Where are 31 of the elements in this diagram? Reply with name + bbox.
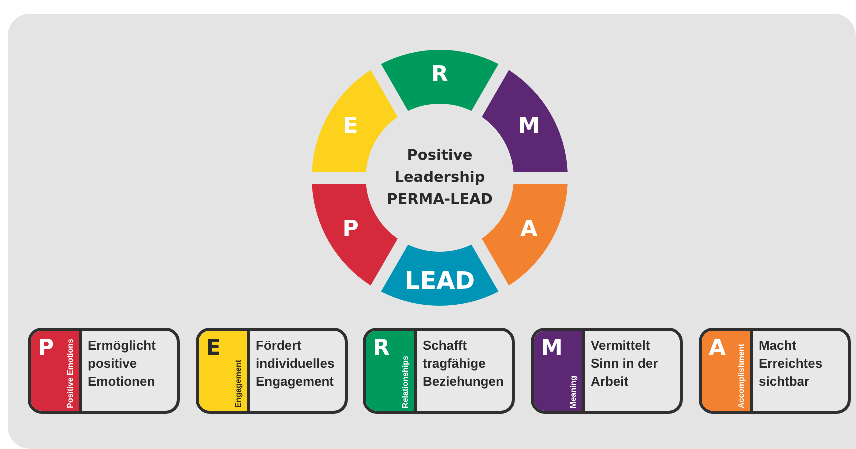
pillar-description: Fördert individuelles Engagement	[256, 337, 336, 391]
segment-letter: A	[520, 217, 538, 242]
pillar-description: Macht Erreichtes sichtbar	[759, 337, 824, 391]
segment-letter: R	[432, 62, 448, 88]
pillar-card	[699, 328, 851, 414]
segment-letter: M	[518, 114, 540, 139]
pillar-letter: P	[38, 337, 54, 361]
ring-segment	[312, 70, 398, 172]
pillar-name: Positive Emotions	[66, 338, 76, 408]
pillar-card	[531, 328, 683, 414]
pillar-letter: E	[206, 337, 222, 361]
pillar-letter: A	[709, 337, 726, 361]
pillar-description: Ermöglicht positive Emotionen	[88, 337, 157, 391]
pillar-name: Meaning	[569, 376, 579, 408]
pillar-description: Schafft tragfähige Beziehungen	[423, 337, 505, 391]
pillar-name: Accomplishment	[737, 344, 747, 408]
segment-letter: P	[342, 217, 359, 242]
segment-letter: E	[343, 114, 358, 139]
ring-segment	[381, 50, 499, 112]
pillar-name: Engagement	[234, 360, 244, 408]
pillar-letter: M	[541, 337, 563, 361]
segment-letter: LEAD	[404, 267, 476, 295]
center-title: Positive Leadership PERMA-LEAD	[386, 147, 494, 210]
pillar-description: Vermittelt Sinn in der Arbeit	[591, 337, 660, 391]
pillar-card	[28, 328, 180, 414]
pillar-card	[196, 328, 348, 414]
pillar-letter: R	[373, 337, 390, 361]
ring-segment	[482, 70, 568, 172]
ring-segment	[381, 244, 499, 306]
pillar-card	[363, 328, 515, 414]
pillar-name: Relationships	[401, 356, 411, 408]
